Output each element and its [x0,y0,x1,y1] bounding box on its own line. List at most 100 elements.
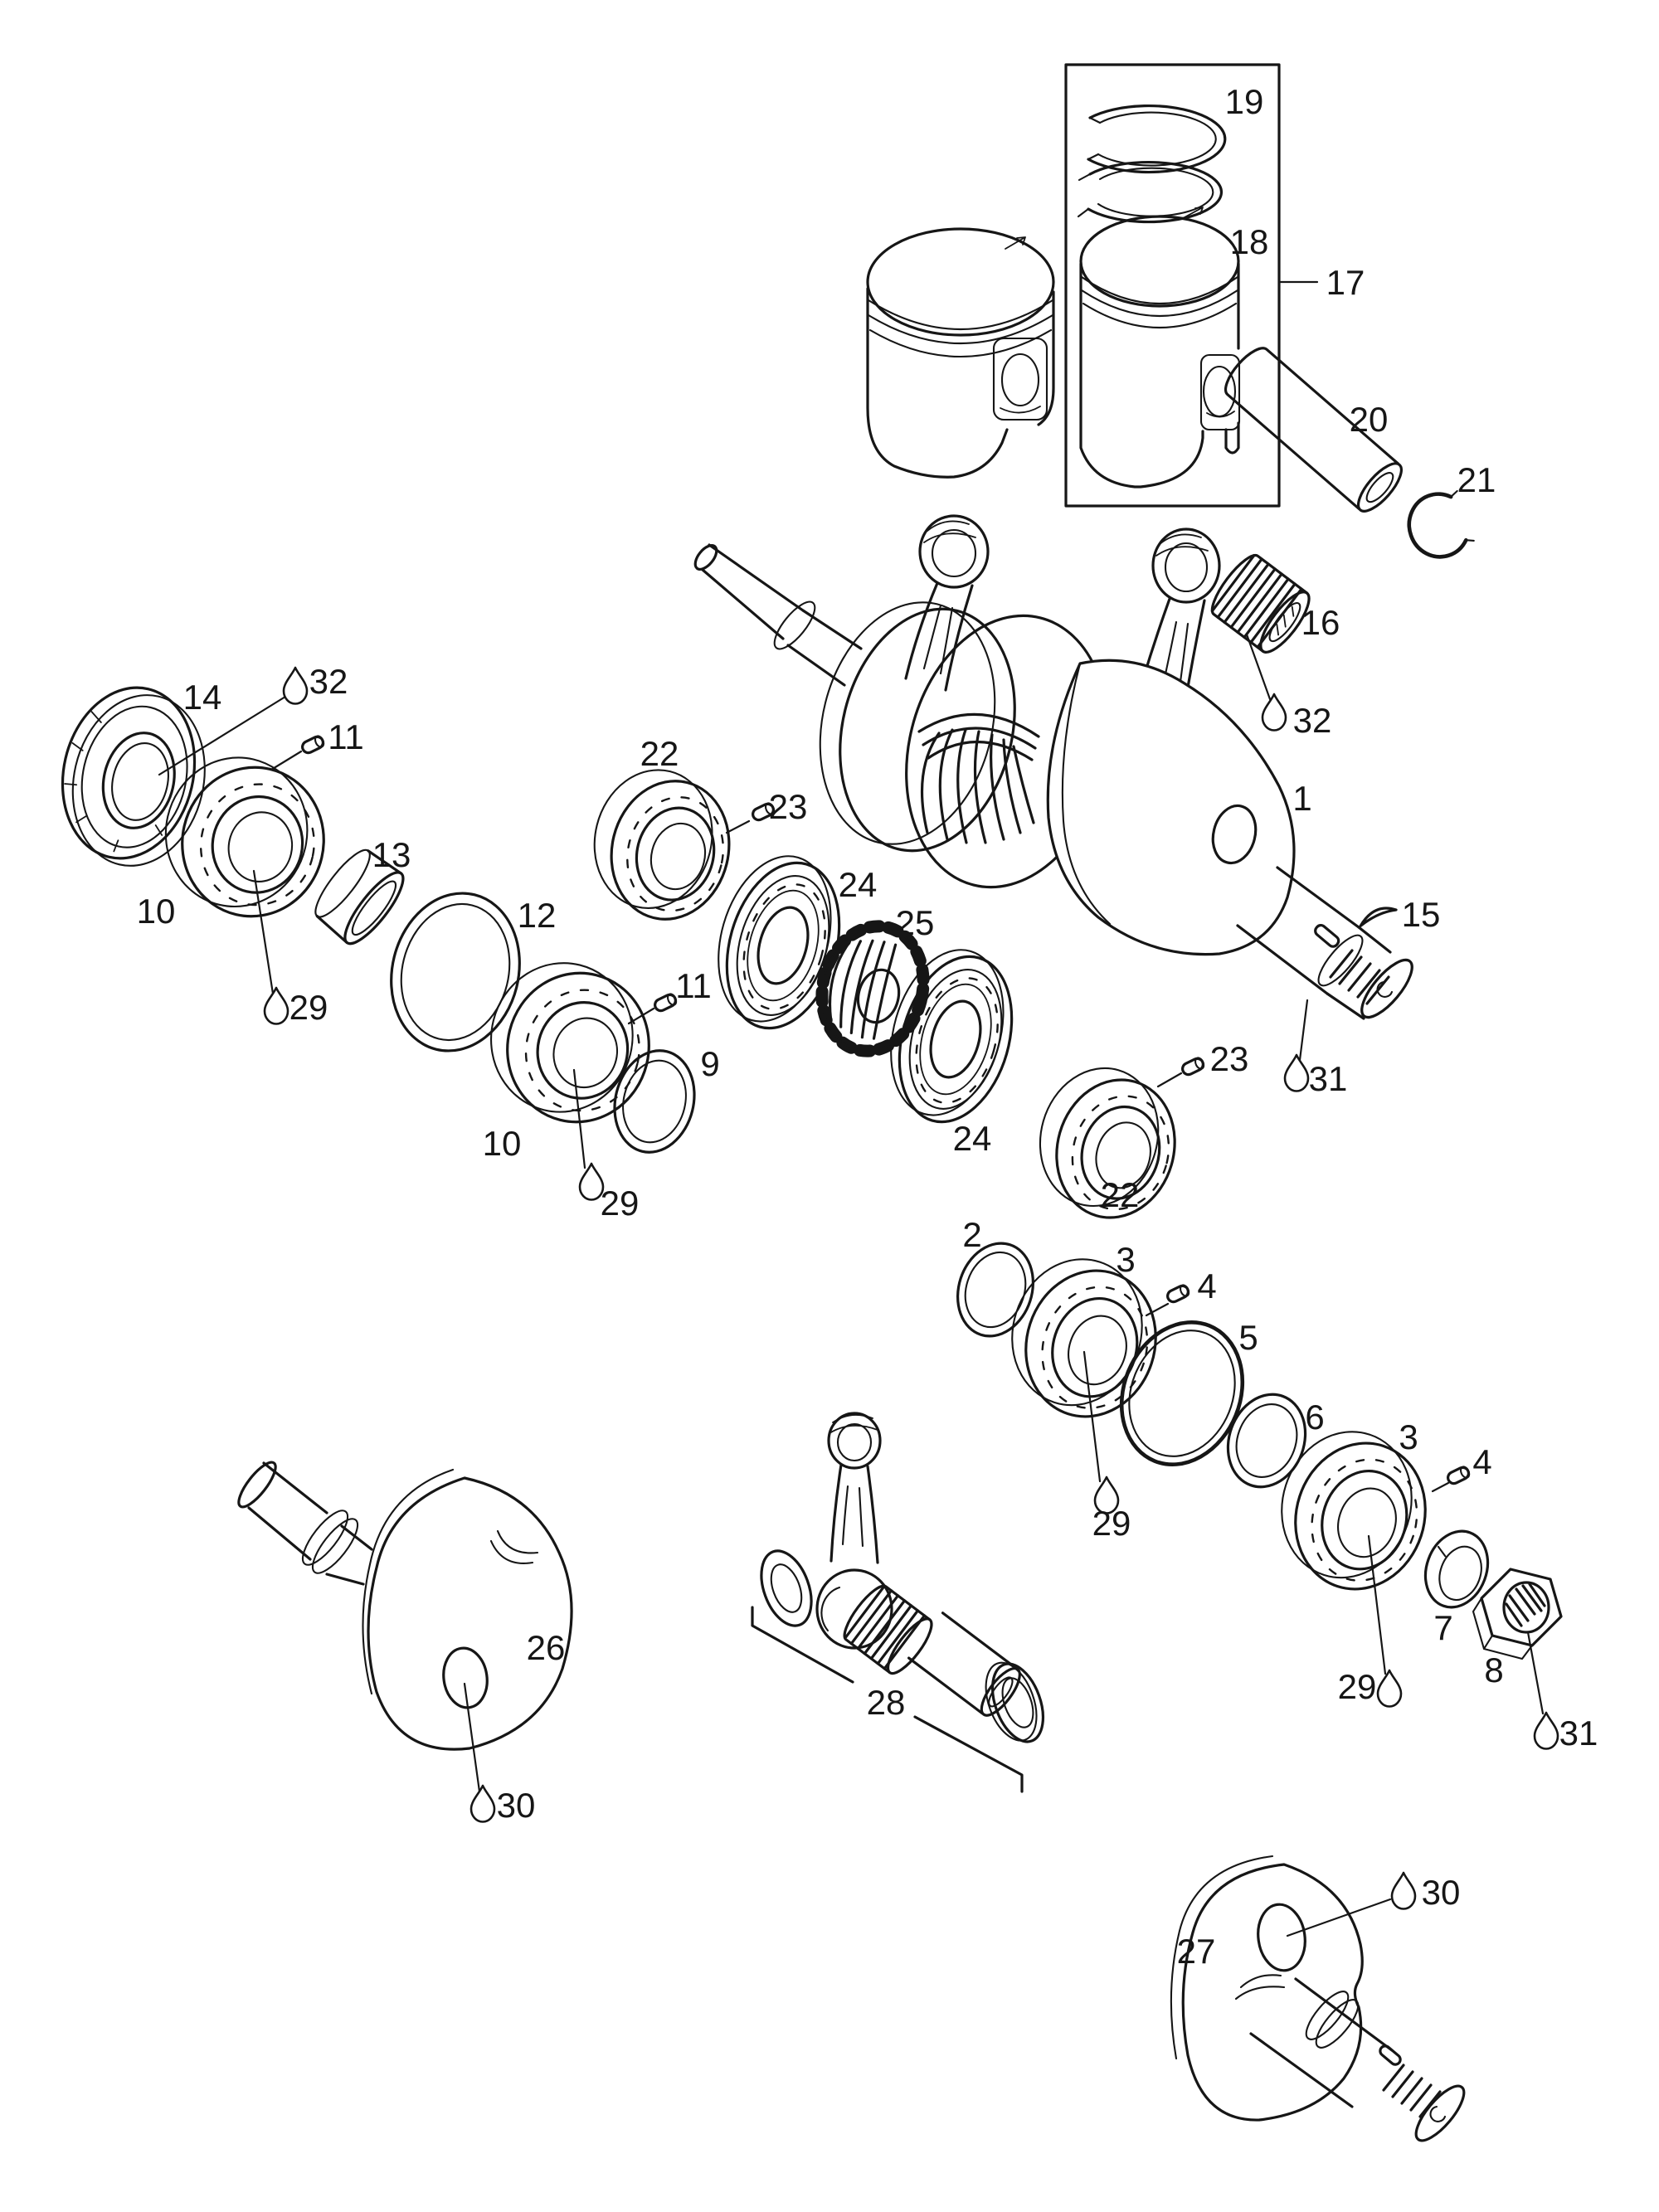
part-label: 26 [527,1628,566,1667]
part-label: 30 [1422,1873,1461,1912]
oil-drop-icon [469,1784,496,1823]
part-label: 27 [1177,1932,1216,1971]
piston-ring-set-19 [1087,104,1227,174]
piston-side-view [866,227,1055,479]
part-label: 23 [1210,1039,1249,1078]
thrust-washer-left [760,1549,813,1627]
part-label: 23 [769,787,808,826]
shim-ring-9 [613,1049,696,1154]
leader-line [1526,1631,1545,1715]
locating-pin-23b [1181,1057,1205,1077]
thrust-washer-right [985,1661,1045,1743]
oil-drop-icon [263,986,289,1025]
locating-pin-4a [1166,1284,1190,1304]
ball-bearing-10a [164,756,325,918]
leader-line [1298,999,1309,1062]
locating-pin-11a [301,735,325,755]
oil-drop-icon [282,666,309,705]
leader-line [572,1068,586,1169]
part-label: 17 [1326,263,1365,302]
part-label: 22 [1101,1175,1140,1214]
locating-pin-11b [654,993,678,1013]
oil-drop-icon [578,1162,605,1201]
crank-right-shaft [1236,866,1413,1020]
crank-web-left [839,607,1016,853]
shaft-threads [1382,2064,1442,2118]
crown-arrow-icon [1005,236,1026,250]
small-end-needle-bearing-16 [1210,553,1311,654]
part-label: 29 [1092,1504,1131,1543]
part-label: 12 [518,896,557,935]
ball-bearing-10b [489,962,650,1124]
oil-drop-icon [1533,1711,1559,1750]
part-label: 19 [1225,82,1264,121]
connecting-rod-kit-28 [751,1412,1045,1793]
labyrinth-seal-24b [890,949,1014,1124]
dimension-bracket [751,1606,1024,1793]
part-label: 14 [183,678,222,717]
leader-line [270,750,303,771]
part-label: 24 [953,1119,992,1158]
crank-left-stub [693,543,863,687]
bearing-3b [1281,1431,1427,1591]
gear-25 [815,920,930,1057]
part-label: 13 [372,835,411,874]
bearing-22a [593,769,731,921]
crank-web-right [1046,659,1296,956]
wrist-pin-20 [1224,347,1403,513]
crankshaft-assembly [693,514,1413,1020]
oil-drop-icon [1376,1669,1403,1708]
spacer-sleeve-13 [314,848,405,946]
part-label: 29 [1338,1667,1377,1706]
part-label: 18 [1230,222,1269,261]
leader-line [627,1007,655,1025]
part-label: 15 [1402,895,1441,934]
oil-seal-14 [61,686,206,867]
part-label: 24 [839,865,878,904]
part-label: 1 [1292,779,1311,818]
part-label: 3 [1399,1417,1418,1456]
part-label: 9 [700,1044,719,1083]
piston-ring-18 [1077,161,1224,224]
leader-line [1286,1898,1392,1937]
crank-half-26 [237,1461,573,1751]
part-label: 7 [1433,1608,1452,1647]
oil-drop-icon [1093,1475,1120,1514]
part-label: 28 [867,1683,906,1722]
part-label: 5 [1238,1318,1258,1357]
leader-line [158,695,287,776]
leader-line [1156,1072,1183,1088]
part-label: 22 [640,734,679,773]
center-labyrinth-seal [917,712,1040,844]
part-label: 10 [483,1124,522,1163]
leader-line [725,819,751,834]
lock-washer-7 [1423,1529,1490,1609]
leader-line [1145,1302,1170,1317]
connecting-rod-left [904,514,990,692]
leader-line [1431,1481,1450,1493]
part-label: 29 [601,1184,640,1223]
piston-front-view [1079,207,1241,489]
part-label: 25 [896,903,935,942]
leader-line [252,869,275,995]
connecting-rod-28 [815,1412,893,1650]
crown-arrow-icon [1184,207,1204,218]
part-label: 3 [1116,1240,1135,1279]
part-label: 32 [1293,701,1332,740]
part-label: 20 [1350,400,1389,439]
part-label: 8 [1484,1650,1503,1689]
piston-box-frame [1064,63,1281,508]
shim-ring-6 [1226,1393,1307,1489]
shaft-threads [1329,949,1390,1005]
woodruff-key-15 [1359,907,1398,927]
oil-drop-icon [1283,1053,1310,1092]
leader-line [1245,633,1272,701]
locating-pin-4b [1447,1466,1471,1485]
part-label: 31 [1559,1714,1598,1753]
part-label: 30 [497,1786,536,1825]
crank-pin [907,1612,1021,1717]
bearing-22b [1039,1067,1176,1219]
part-label: 4 [1472,1442,1491,1481]
crank-half-27 [1170,1855,1466,2142]
part-label: 16 [1301,603,1340,642]
